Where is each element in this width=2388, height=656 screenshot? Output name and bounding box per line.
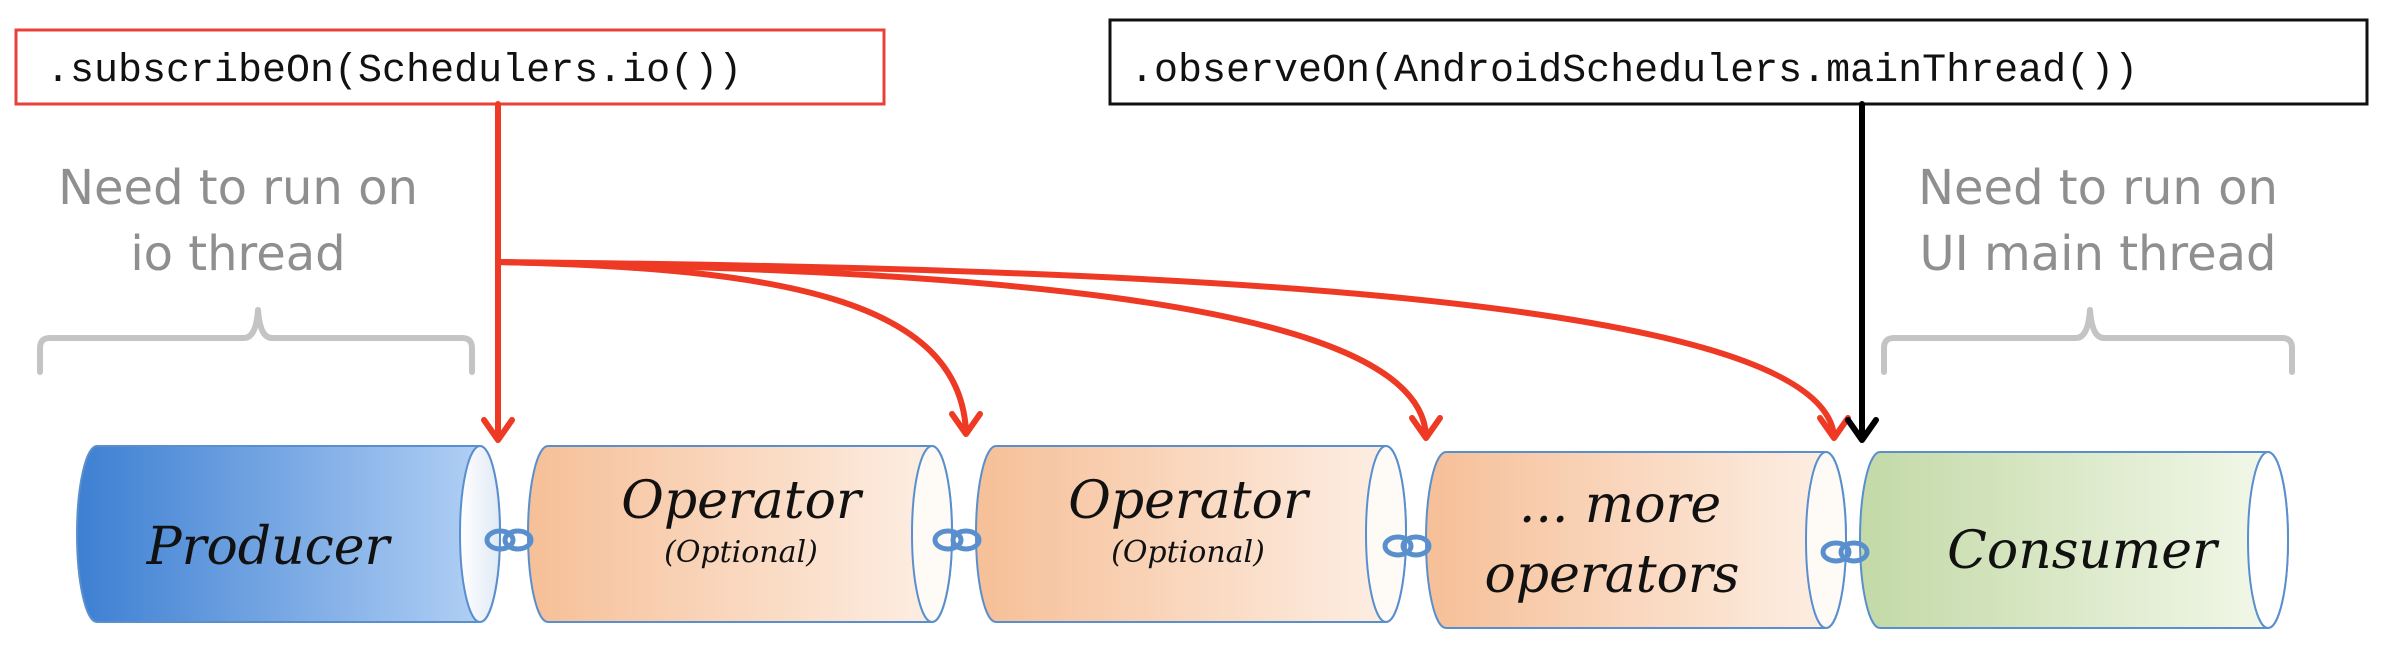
operator-1-end-cap [911,445,953,623]
operator-2-sublabel: (Optional) [1111,535,1265,570]
chain-link-1 [484,528,534,552]
more-operators-line2: operators [1485,545,1740,605]
io-thread-bracket [37,307,475,375]
red-arrow-head-operator-1 [949,411,983,437]
producer-label: Producer [146,517,393,577]
red-arrow-head-producer [481,417,515,443]
operator-2-cylinder: Operator (Optional) [975,445,1407,623]
subscribe-on-box-border [14,28,886,106]
observe-on-code-box: .observeOn(AndroidSchedulers.mainThread(… [1108,18,2369,106]
operator-1-sublabel: (Optional) [664,535,818,570]
subscribe-on-arrows [481,101,1851,443]
ui-thread-bracket [1881,307,2295,375]
consumer-cylinder: Consumer [1859,451,2289,629]
red-arrow-head-consumer [1817,415,1851,441]
producer-cylinder: Producer [76,445,501,623]
operator-1-label: Operator [621,471,864,531]
red-arrow-to-operator-1 [495,259,969,435]
ui-note-line1: Need to run on [1918,160,2278,216]
observe-on-code: .observeOn(AndroidSchedulers.mainThread(… [1130,49,2138,94]
subscribe-on-code: .subscribeOn(Schedulers.io()) [46,49,742,94]
ui-thread-note: Need to run on UI main thread [1918,160,2278,282]
subscribe-on-code-box: .subscribeOn(Schedulers.io()) [14,28,886,106]
operator-1-cylinder: Operator (Optional) [527,445,953,623]
observe-on-arrow [1845,101,1879,443]
io-note-line2: io thread [130,226,345,282]
chain-link-4 [1820,540,1870,564]
red-arrow-head-operator-2 [1409,415,1443,441]
red-arrow-to-consumer [495,259,1837,439]
operator-2-label: Operator [1068,471,1311,531]
consumer-label: Consumer [1947,521,2220,581]
producer-end-cap [459,445,501,623]
chain-link-2 [932,528,982,552]
io-note-line1: Need to run on [58,160,418,216]
operator-2-end-cap [1365,445,1407,623]
more-operators-cylinder: ... more operators [1425,451,1847,629]
observe-on-box-border [1108,18,2369,106]
black-arrow-head [1845,417,1879,443]
more-operators-line1: ... more [1519,475,1721,535]
io-thread-note: Need to run on io thread [58,160,418,282]
consumer-end-cap [2247,451,2289,629]
chain-link-3 [1382,534,1432,558]
more-operators-end-cap [1805,451,1847,629]
ui-note-line2: UI main thread [1919,226,2276,282]
